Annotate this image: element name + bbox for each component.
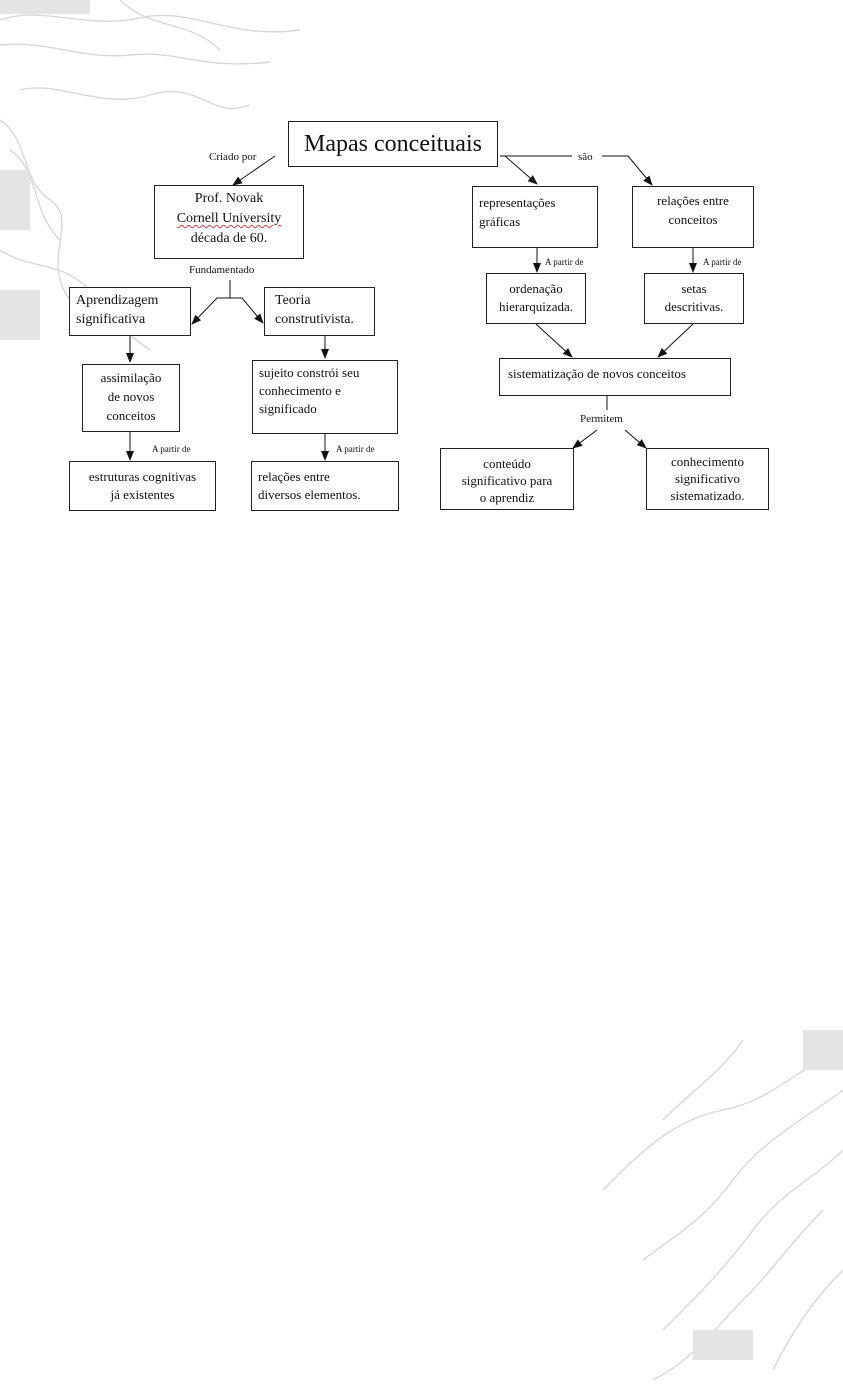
label-a-partir-de-sujeito: A partir de (336, 444, 375, 454)
label-a-partir-de-representacoes: A partir de (545, 257, 584, 267)
node-relacoes-diversos-elementos: relações entre diversos elementos. (251, 461, 399, 511)
label-permitem: Permitem (578, 413, 625, 425)
connector-title-novak (232, 155, 276, 186)
diagram-title: Mapas conceituais (304, 131, 482, 157)
node-representacoes-graficas: representações gráficas (472, 186, 598, 248)
connector-fork-aprendizagem (191, 297, 230, 325)
node-aprendizagem-significativa: Aprendizagem significativa (69, 287, 191, 336)
node-mapas-conceituais: Mapas conceituais (288, 121, 498, 167)
connector-fork-teoria (230, 297, 264, 324)
label-fundamentado: Fundamentado (187, 264, 257, 276)
node-setas-descritivas: setas descritivas. (644, 273, 744, 324)
node-sujeito-constroi: sujeito constrói seu conhecimento e sign… (252, 360, 398, 434)
connector-title-representacoes (504, 155, 538, 185)
connector-permitem-conteudo (572, 429, 598, 449)
node-ordenacao-hierarquizada: ordenação hierarquizada. (486, 273, 586, 324)
node-prof-novak: Prof. Novak Cornell University década de… (154, 185, 304, 259)
connector-permitem-conhecimento (624, 429, 647, 449)
connector-sao-relacoes (602, 155, 653, 186)
node-teoria-construtivista: Teoria construtivista. (264, 287, 375, 336)
node-conteudo-significativo: conteúdo significativo para o aprendiz (440, 448, 574, 510)
label-a-partir-de-assimilacao: A partir de (152, 444, 191, 454)
node-assimilacao-novos-conceitos: assimilação de novos conceitos (82, 364, 180, 432)
label-a-partir-de-relacoes: A partir de (703, 257, 742, 267)
connector-setas-sistematizacao (657, 323, 694, 358)
node-estruturas-cognitivas: estruturas cognitivas já existentes (69, 461, 216, 511)
label-sao: são (576, 151, 595, 163)
connector-ordenacao-sistematizacao (535, 323, 573, 358)
node-conhecimento-sistematizado: conhecimento significativo sistematizado… (646, 448, 769, 510)
label-criado-por: Criado por (207, 151, 259, 163)
node-relacoes-entre-conceitos: relações entre conceitos (632, 186, 754, 248)
node-sistematizacao-novos-conceitos: sistematização de novos conceitos (499, 358, 731, 396)
